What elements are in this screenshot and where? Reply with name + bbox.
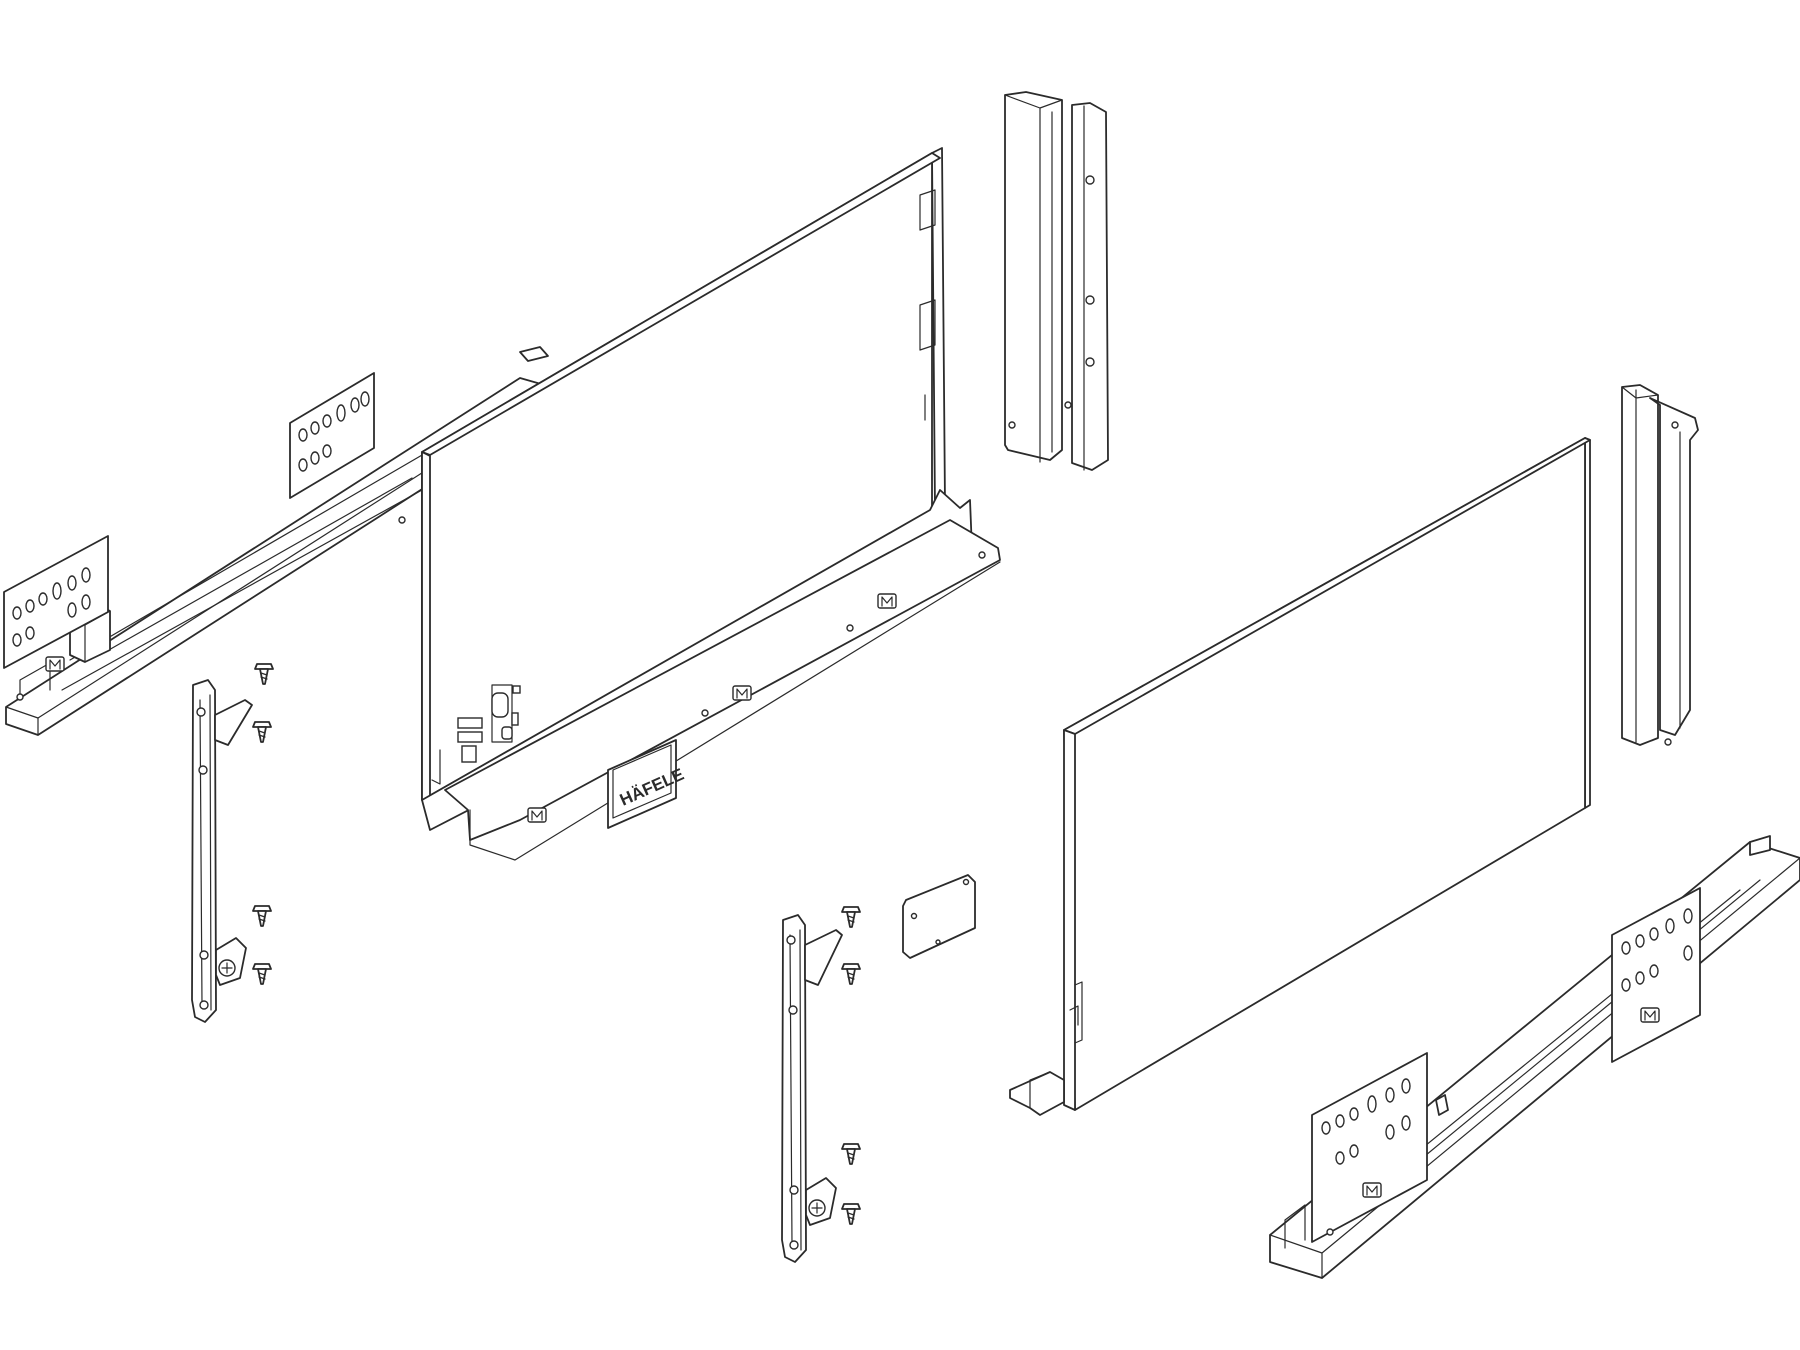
left-runner	[3, 346, 556, 736]
right-runner	[1269, 835, 1800, 1279]
stamp-letter: M	[2, 1335, 13, 1350]
right-runner-bracket-front	[1311, 1052, 1428, 1243]
left-side-panel	[421, 147, 1001, 861]
left-rear-bracket	[1004, 91, 1109, 471]
middle-front-connector	[781, 906, 861, 1263]
left-front-connector	[191, 663, 274, 1023]
hafele-logo-plate: HÄFELE	[607, 739, 687, 829]
right-rear-bracket	[1621, 384, 1699, 746]
right-side-panel	[1009, 437, 1591, 1116]
cover-cap	[902, 874, 976, 959]
